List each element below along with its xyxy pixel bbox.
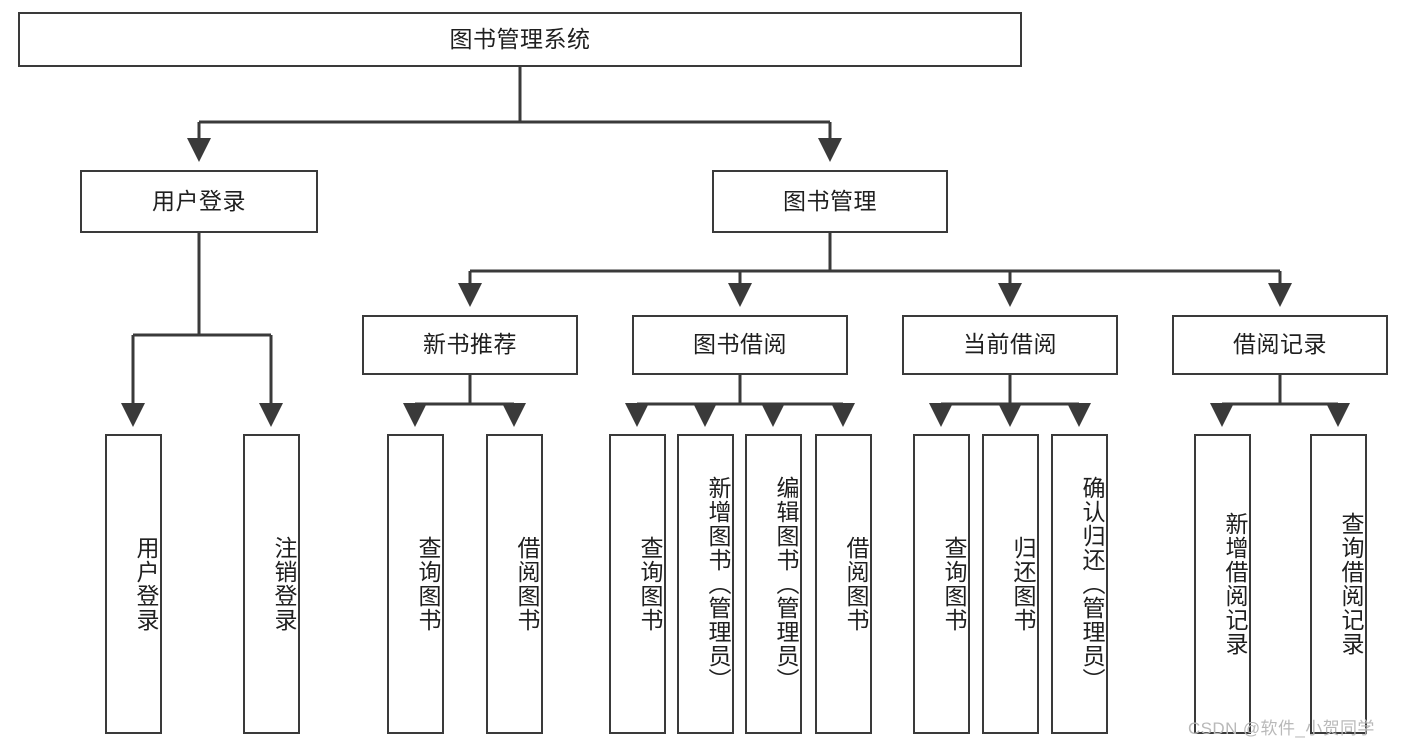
watermark-text: CSDN @软件_小贺同学 (1188, 719, 1375, 738)
node-leaf-user-login[interactable]: 用户登录 (105, 434, 162, 734)
node-label: 查询图书 (637, 536, 663, 632)
node-user-login[interactable]: 用户登录 (80, 170, 318, 233)
node-leaf-borrow-book-2[interactable]: 借阅图书 (815, 434, 872, 734)
node-leaf-confirm-return[interactable]: 确认归还（管理员） (1051, 434, 1108, 734)
node-leaf-add-record[interactable]: 新增借阅记录 (1194, 434, 1251, 734)
node-leaf-edit-book[interactable]: 编辑图书（管理员） (745, 434, 802, 734)
node-label: 图书管理 (783, 187, 877, 214)
node-book-manage[interactable]: 图书管理 (712, 170, 948, 233)
node-leaf-query-record[interactable]: 查询借阅记录 (1310, 434, 1367, 734)
node-label: 新增图书（管理员） (705, 476, 731, 692)
node-label: 查询图书 (415, 536, 441, 632)
node-label: 新增借阅记录 (1222, 512, 1248, 656)
node-label: 查询借阅记录 (1338, 512, 1364, 656)
node-new-book-recommend[interactable]: 新书推荐 (362, 315, 578, 375)
node-label: 编辑图书（管理员） (773, 476, 799, 692)
node-label: 图书借阅 (693, 331, 787, 358)
node-label: 新书推荐 (423, 331, 517, 358)
node-root-system[interactable]: 图书管理系统 (18, 12, 1022, 67)
node-leaf-query-book-1[interactable]: 查询图书 (387, 434, 444, 734)
node-leaf-return-book[interactable]: 归还图书 (982, 434, 1039, 734)
node-leaf-query-book-2[interactable]: 查询图书 (609, 434, 666, 734)
node-leaf-add-book[interactable]: 新增图书（管理员） (677, 434, 734, 734)
node-leaf-borrow-book-1[interactable]: 借阅图书 (486, 434, 543, 734)
node-book-borrow[interactable]: 图书借阅 (632, 315, 848, 375)
node-label: 归还图书 (1010, 536, 1036, 632)
node-label: 用户登录 (133, 536, 159, 632)
node-leaf-query-book-3[interactable]: 查询图书 (913, 434, 970, 734)
node-current-borrow[interactable]: 当前借阅 (902, 315, 1118, 375)
node-borrow-record[interactable]: 借阅记录 (1172, 315, 1388, 375)
node-leaf-user-logout[interactable]: 注销登录 (243, 434, 300, 734)
node-label: 确认归还（管理员） (1079, 476, 1105, 692)
node-label: 用户登录 (152, 187, 246, 214)
node-label: 图书管理系统 (449, 25, 591, 52)
node-label: 借阅记录 (1233, 331, 1327, 358)
node-label: 借阅图书 (843, 536, 869, 632)
node-label: 借阅图书 (514, 536, 540, 632)
node-label: 当前借阅 (963, 331, 1057, 358)
node-label: 注销登录 (271, 536, 297, 632)
node-label: 查询图书 (941, 536, 967, 632)
